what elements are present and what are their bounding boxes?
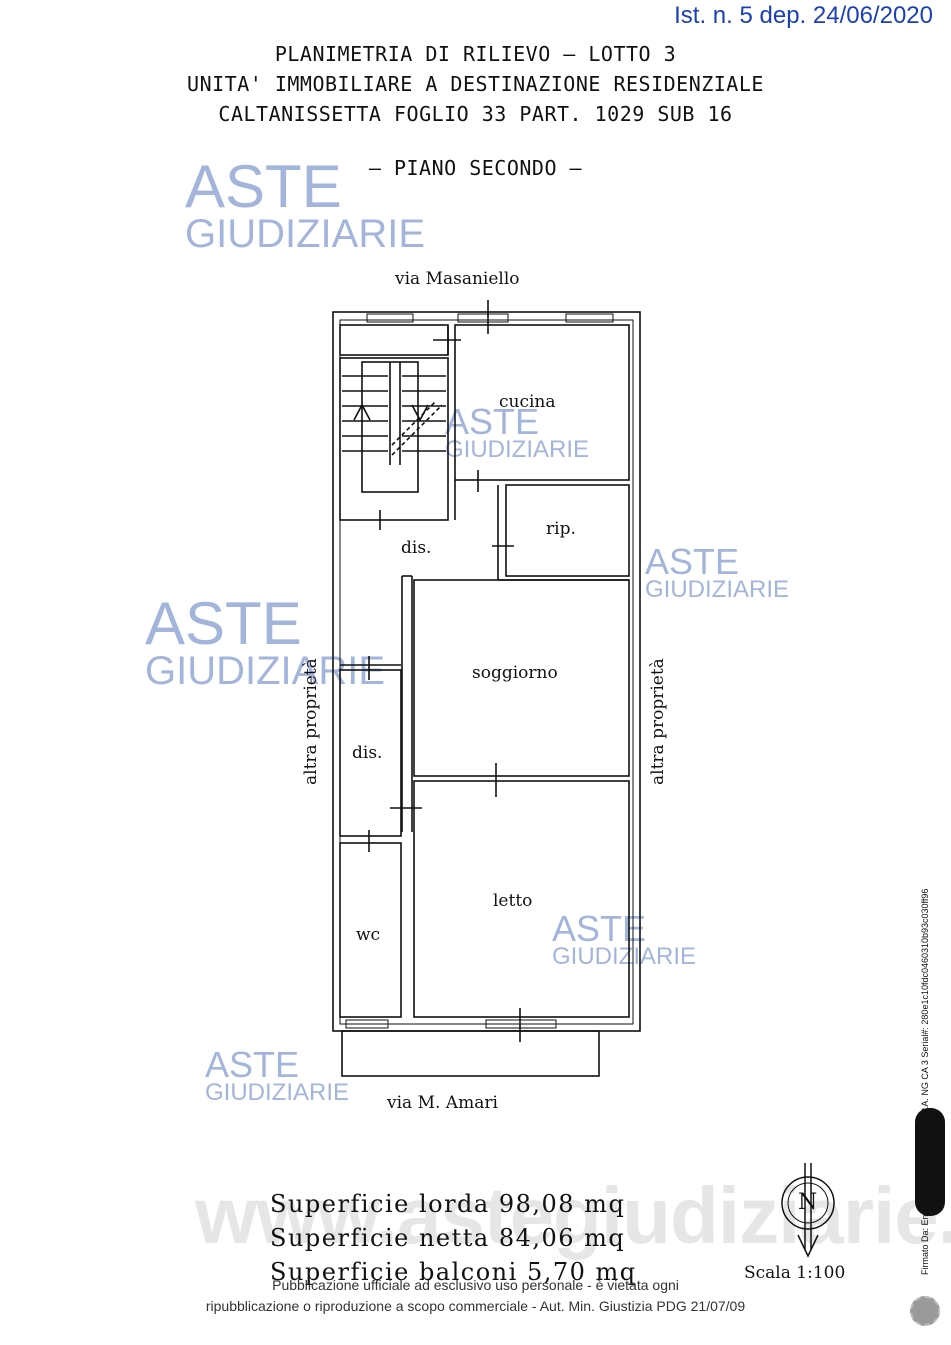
footer-line-2: ripubblicazione o riproduzione a scopo c… (205, 1298, 746, 1314)
room-soggiorno (413, 579, 630, 777)
street-north: via Masaniello (395, 269, 520, 289)
deposit-stamp: Ist. n. 5 dep. 24/06/2020 (674, 2, 933, 29)
room-label-wc: wc (356, 925, 381, 945)
watermark-logo: ASTE GIUDIZIARIE (205, 1044, 350, 1107)
top-strip (339, 324, 449, 356)
redaction-mark (915, 1108, 945, 1216)
watermark-logo: ASTE GIUDIZIARIE (185, 153, 426, 256)
room-label-dis-mid: dis. (352, 743, 383, 763)
room-rip (505, 484, 630, 577)
surface-balcony: Superficie balconi 5,70 mq (270, 1258, 637, 1286)
street-south: via M. Amari (387, 1093, 498, 1113)
side-left: altra proprietà (301, 658, 321, 785)
surface-net: Superficie netta 84,06 mq (270, 1224, 626, 1252)
room-letto (413, 780, 630, 1018)
watermark-logo: ASTE GIUDIZIARIE (445, 401, 590, 464)
watermark-logo: ASTE GIUDIZIARIE (145, 590, 386, 693)
signature-note: Firmato Da: Emesso Da: ARUBAPEC S.P.A. N… (920, 888, 930, 1275)
balcony (341, 1030, 600, 1077)
north-arrow (781, 1163, 835, 1258)
stair-well (339, 357, 449, 521)
room-label-soggiorno: soggiorno (472, 663, 558, 683)
room-label-dis-top: dis. (401, 538, 432, 558)
room-label-cucina: cucina (499, 392, 556, 412)
room-label-letto: letto (493, 891, 533, 911)
footer-line-1: Pubblicazione ufficiale ad esclusivo uso… (272, 1277, 679, 1293)
watermark-logo: ASTE GIUDIZIARIE (552, 908, 697, 971)
watermark-logo: ASTE GIUDIZIARIE (645, 541, 790, 604)
room-wc (339, 842, 402, 1018)
seal-icon (910, 1296, 940, 1326)
side-right: altra proprietà (648, 658, 668, 785)
scale-label: Scala 1:100 (744, 1263, 846, 1283)
title-line-2: UNITA' IMMOBILIARE A DESTINAZIONE RESIDE… (187, 72, 764, 96)
north-letter: N (798, 1190, 818, 1215)
room-label-rip: rip. (546, 519, 576, 539)
title-line-1: PLANIMETRIA DI RILIEVO – LOTTO 3 (274, 42, 677, 66)
floor-label: – PIANO SECONDO – (368, 156, 583, 180)
watermark-site: www.astegiudiziarie.it (195, 1171, 951, 1260)
room-cucina (454, 324, 630, 481)
surface-gross: Superficie lorda 98,08 mq (270, 1190, 626, 1218)
title-line-3: CALTANISSETTA FOGLIO 33 PART. 1029 SUB 1… (218, 102, 733, 126)
room-dis-mid (339, 669, 402, 837)
